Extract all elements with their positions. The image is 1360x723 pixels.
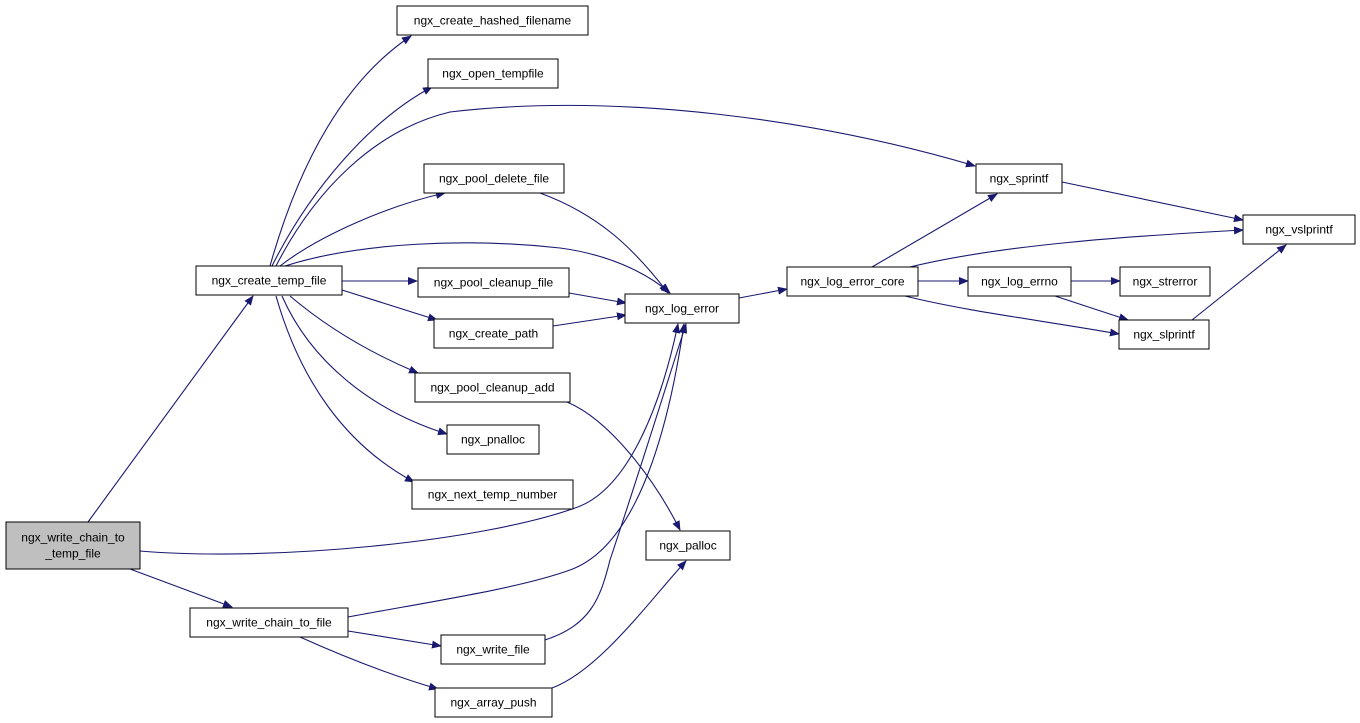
node-label: ngx_array_push [450, 696, 536, 710]
edge-write-chain-to-file-to-array-push [299, 636, 439, 691]
node-box [624, 293, 740, 324]
edge-slprintf-to-vslprintf [1191, 244, 1287, 321]
edge-log-error-core-to-slprintf [904, 295, 1120, 337]
node-label: ngx_write_chain_to [21, 531, 125, 545]
node-box [5, 521, 141, 570]
node-strerror[interactable]: ngx_strerror [1119, 266, 1211, 297]
edge-create-temp-file-to-pool-cleanup-add [289, 295, 419, 374]
nodes-layer: ngx_write_chain_to _temp_file ngx_create_t… [5, 5, 1356, 718]
node-write-file[interactable]: ngx_write_file [440, 634, 546, 665]
node-label: ngx_log_error [645, 302, 719, 316]
node-pnalloc[interactable]: ngx_pnalloc [446, 424, 540, 455]
node-create-temp-file[interactable]: ngx_create_temp_file [195, 265, 343, 296]
edge-create-temp-file-to-next-temp-number [275, 295, 415, 483]
edge-pool-delete-file-to-log-error [539, 192, 669, 294]
node-box [189, 607, 349, 638]
node-box [434, 687, 553, 718]
edge-write-chain-to-temp-file-to-create-temp-file [87, 295, 254, 523]
node-box [786, 266, 919, 297]
edge-create-temp-file-to-sprintf [275, 104, 976, 267]
node-label: ngx_palloc [659, 539, 716, 553]
edge-pool-cleanup-file-to-log-error [568, 292, 627, 306]
edge-write-chain-to-file-to-log-error [347, 323, 687, 618]
node-box [411, 479, 574, 510]
node-box [440, 634, 546, 665]
node-label: ngx_slprintf [1133, 328, 1195, 342]
edge-log-error-core-to-sprintf [871, 193, 998, 268]
node-log-error-core[interactable]: ngx_log_error_core [786, 266, 919, 297]
node-label: ngx_next_temp_number [428, 488, 557, 502]
edge-create-temp-file-to-pool-delete-file [279, 191, 446, 267]
node-label: ngx_write_chain_to_file [206, 616, 332, 630]
node-label: ngx_sprintf [990, 172, 1049, 186]
node-box [427, 58, 559, 89]
node-box [433, 318, 554, 349]
edge-array-push-to-palloc [551, 560, 687, 689]
edge-write-chain-to-temp-file-to-log-error [139, 323, 681, 555]
edge-create-temp-file-to-open-tempfile [271, 86, 433, 267]
node-label: ngx_pool_cleanup_add [430, 381, 554, 395]
edge-pool-cleanup-add-to-palloc [566, 401, 681, 531]
node-label: ngx_pnalloc [461, 433, 525, 447]
node-pool-cleanup-add[interactable]: ngx_pool_cleanup_add [414, 372, 571, 403]
node-label: ngx_pool_cleanup_file [434, 276, 554, 290]
node-label: ngx_log_errno [981, 275, 1058, 289]
node-label: ngx_write_file [456, 643, 530, 657]
node-write-chain-to-temp-file[interactable]: ngx_write_chain_to _temp_file [5, 521, 141, 570]
node-label: ngx_create_path [449, 327, 538, 341]
node-array-push[interactable]: ngx_array_push [434, 687, 553, 718]
node-pool-cleanup-file[interactable]: ngx_pool_cleanup_file [417, 267, 570, 298]
node-box [967, 266, 1072, 297]
edge-create-temp-file-to-log-error [284, 242, 671, 294]
node-log-error[interactable]: ngx_log_error [624, 293, 740, 324]
node-vslprintf[interactable]: ngx_vslprintf [1242, 214, 1356, 245]
edge-write-chain-to-temp-file-to-write-chain-to-file [129, 568, 233, 608]
edge-write-chain-to-file-to-write-file [347, 630, 442, 649]
node-box [417, 267, 570, 298]
node-box [1242, 214, 1356, 245]
edge-sprintf-to-vslprintf [1061, 181, 1244, 223]
node-box [396, 5, 589, 36]
edge-write-file-to-log-error [544, 323, 688, 641]
node-box [446, 424, 540, 455]
node-box [414, 372, 571, 403]
node-log-errno[interactable]: ngx_log_errno [967, 266, 1072, 297]
edge-create-path-to-log-error [552, 312, 627, 327]
node-box [423, 163, 565, 194]
node-label: ngx_create_temp_file [212, 274, 327, 288]
node-box [1119, 266, 1211, 297]
node-palloc[interactable]: ngx_palloc [645, 530, 731, 561]
node-label: ngx_log_error_core [800, 275, 904, 289]
node-open-tempfile[interactable]: ngx_open_tempfile [427, 58, 559, 89]
node-label: _temp_file [44, 547, 101, 561]
node-sprintf[interactable]: ngx_sprintf [975, 163, 1063, 194]
node-slprintf[interactable]: ngx_slprintf [1118, 319, 1210, 350]
edge-log-error-to-log-error-core [738, 286, 788, 299]
edge-log-error-core-to-vslprintf [909, 226, 1244, 268]
node-label: ngx_vslprintf [1265, 223, 1333, 237]
node-next-temp-number[interactable]: ngx_next_temp_number [411, 479, 574, 510]
node-box [1118, 319, 1210, 350]
edge-create-temp-file-to-create-path [341, 289, 438, 322]
node-create-path[interactable]: ngx_create_path [433, 318, 554, 349]
node-create-hashed-filename[interactable]: ngx_create_hashed_filename [396, 5, 589, 36]
node-box [975, 163, 1063, 194]
node-label: ngx_open_tempfile [442, 67, 544, 81]
node-box [195, 265, 343, 296]
edge-log-errno-to-slprintf [1054, 295, 1129, 321]
node-label: ngx_pool_delete_file [439, 172, 549, 186]
node-label: ngx_create_hashed_filename [414, 14, 572, 28]
node-pool-delete-file[interactable]: ngx_pool_delete_file [423, 163, 565, 194]
edge-create-temp-file-to-create-hashed-filename [269, 35, 412, 267]
node-box [645, 530, 731, 561]
node-label: ngx_strerror [1133, 275, 1198, 289]
node-write-chain-to-file[interactable]: ngx_write_chain_to_file [189, 607, 349, 638]
edge-create-temp-file-to-pnalloc [281, 295, 448, 436]
edges-layer [87, 35, 1287, 691]
